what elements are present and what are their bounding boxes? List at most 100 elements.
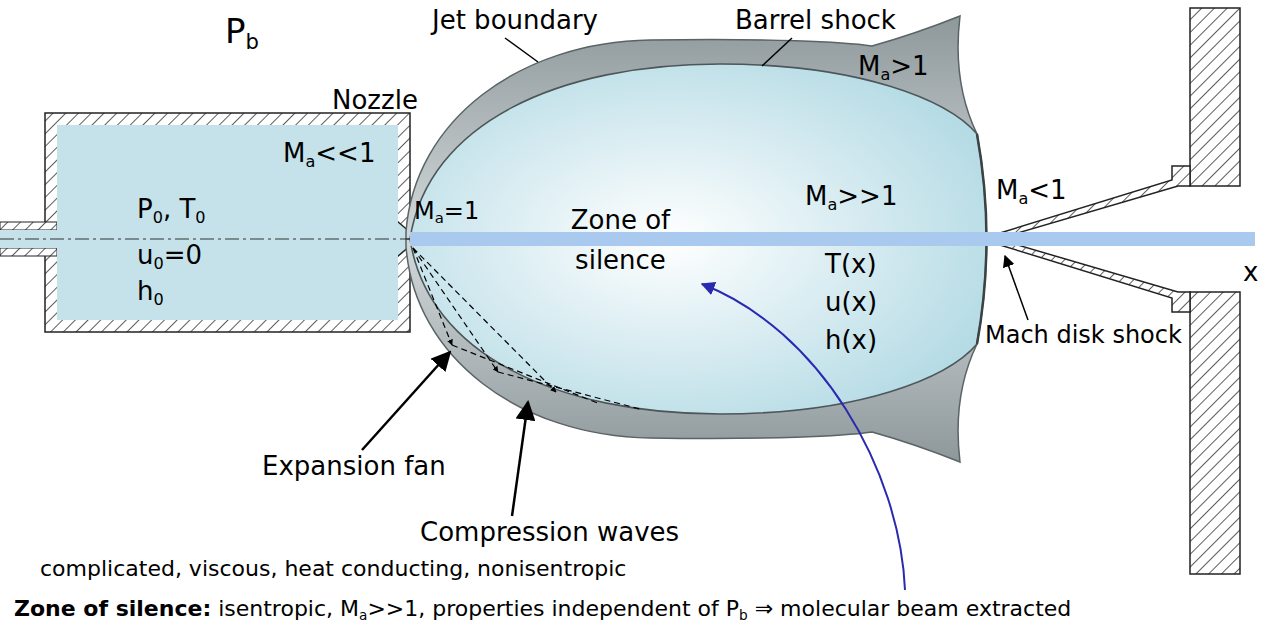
leader-line xyxy=(762,38,792,66)
subscript: b xyxy=(739,607,748,623)
symbol: M xyxy=(858,51,880,81)
symbol: P xyxy=(225,11,246,51)
note: complicated, viscous, heat conducting, n… xyxy=(40,556,626,581)
text-holder: Barrel shock xyxy=(735,6,896,36)
text-run: Jet boundary xyxy=(432,5,598,35)
symbol: h xyxy=(137,276,153,306)
text-run: Zone of silence: xyxy=(14,596,211,621)
text-run: Compression waves xyxy=(420,517,679,547)
expansion-fan-lines xyxy=(413,248,640,409)
state-label: Ma=1 xyxy=(414,198,479,226)
symbol: T xyxy=(179,194,195,224)
text-run: <<1 xyxy=(315,138,375,168)
subscript: a xyxy=(359,607,367,623)
barrel-shock xyxy=(410,64,987,414)
text-run: isentropic, xyxy=(218,596,340,621)
state-label: h(x) xyxy=(825,326,877,356)
text-holder: Ma<<1 xyxy=(283,139,375,169)
subscript: 0 xyxy=(195,208,205,227)
callout: Mach disk shock xyxy=(985,322,1182,350)
text-run: Barrel shock xyxy=(735,5,896,35)
state-label: Ma<<1 xyxy=(283,139,375,169)
symbol: M xyxy=(283,138,305,168)
molecular-beam xyxy=(410,232,1255,246)
callout: Barrel shock xyxy=(735,6,896,36)
symbol: u xyxy=(137,240,153,270)
text-holder: Zone of silence xyxy=(558,200,683,280)
inlet-pipe-wall xyxy=(0,222,57,230)
state-label: u0=0 xyxy=(137,241,202,271)
text-holder: T(x) xyxy=(825,250,877,280)
text-holder: P0, T0 xyxy=(137,195,206,225)
subscript: 0 xyxy=(153,208,163,227)
subscript: a xyxy=(435,209,444,227)
text-run: u(x) xyxy=(825,287,877,317)
reservoir-box: Ma<<1P0, T0u0=0h0 xyxy=(57,125,398,320)
leader-line xyxy=(505,38,538,62)
text-run: T(x) xyxy=(825,249,877,279)
symbol: P xyxy=(726,596,739,621)
state-label: Ma<1 xyxy=(996,176,1067,206)
subscript: b xyxy=(246,29,259,54)
state-label: h0 xyxy=(137,277,164,307)
callout: Compression waves xyxy=(420,518,679,548)
text-run: x xyxy=(1243,257,1258,287)
text-holder: Expansion fan xyxy=(262,452,446,482)
text-run: Zone of silence xyxy=(571,205,671,275)
callout: Expansion fan xyxy=(262,452,446,482)
text-run: , xyxy=(163,194,180,224)
text-run: >>1 xyxy=(837,181,897,211)
inlet-pipe-wall xyxy=(0,248,57,256)
text-holder: Ma>1 xyxy=(858,52,929,82)
text-run: ⇒ molecular beam extracted xyxy=(748,596,1072,621)
axis-label: x xyxy=(1243,258,1258,288)
text-holder: complicated, viscous, heat conducting, n… xyxy=(40,556,626,581)
text-holder: Mach disk shock xyxy=(985,322,1182,350)
text-holder: Jet boundary xyxy=(432,6,598,36)
text-holder: Nozzle xyxy=(332,86,418,116)
subscript: 0 xyxy=(153,290,163,309)
skimmer-cone xyxy=(1000,241,1190,312)
barrel-shock-outline xyxy=(410,60,990,418)
callout: Jet boundary xyxy=(432,6,598,36)
symbol: M xyxy=(805,181,827,211)
state-label: Ma>1 xyxy=(858,52,929,82)
subscript: 0 xyxy=(153,254,163,273)
text-run: >1 xyxy=(890,51,928,81)
text-holder: Pb xyxy=(225,12,259,51)
text-holder: Compression waves xyxy=(420,518,679,548)
pointer-arrow xyxy=(702,284,905,590)
symbol: M xyxy=(414,197,435,225)
text-run: Mach disk shock xyxy=(985,321,1182,349)
text-holder: Ma=1 xyxy=(414,198,479,226)
text-run: <1 xyxy=(1028,175,1066,205)
text-holder: Ma>>1 xyxy=(805,182,897,212)
state-label: P0, T0 xyxy=(137,195,206,225)
symbol: M xyxy=(996,175,1018,205)
text-holder: u0=0 xyxy=(137,241,202,271)
leader-arrow xyxy=(362,352,450,450)
subscript: a xyxy=(305,152,315,171)
text-holder: Ma<1 xyxy=(996,176,1067,206)
reservoir-wall xyxy=(45,113,410,332)
center-line xyxy=(0,238,410,239)
text-holder: x xyxy=(1243,258,1258,288)
inlet-pipe-gas xyxy=(0,230,58,248)
mach-disk xyxy=(977,134,987,344)
subscript: a xyxy=(1018,189,1028,208)
symbol: P xyxy=(137,194,153,224)
skimmer-wall xyxy=(1190,292,1240,574)
text-holder: Zone of silence: xyxy=(14,596,211,621)
note: isentropic, Ma>>1, properties independen… xyxy=(218,596,1071,621)
subscript: a xyxy=(827,195,837,214)
subscript: a xyxy=(880,65,890,84)
leader-arrow xyxy=(1005,256,1028,320)
text-holder: isentropic, Ma>>1, properties independen… xyxy=(218,596,1071,621)
text-run: complicated, viscous, heat conducting, n… xyxy=(40,556,626,581)
note-heading: Zone of silence: xyxy=(14,596,211,621)
callout: Nozzle xyxy=(332,86,418,116)
text-run: Expansion fan xyxy=(262,451,446,481)
skimmer-cone xyxy=(1000,166,1190,237)
region-name: Zone of silence xyxy=(558,200,683,280)
